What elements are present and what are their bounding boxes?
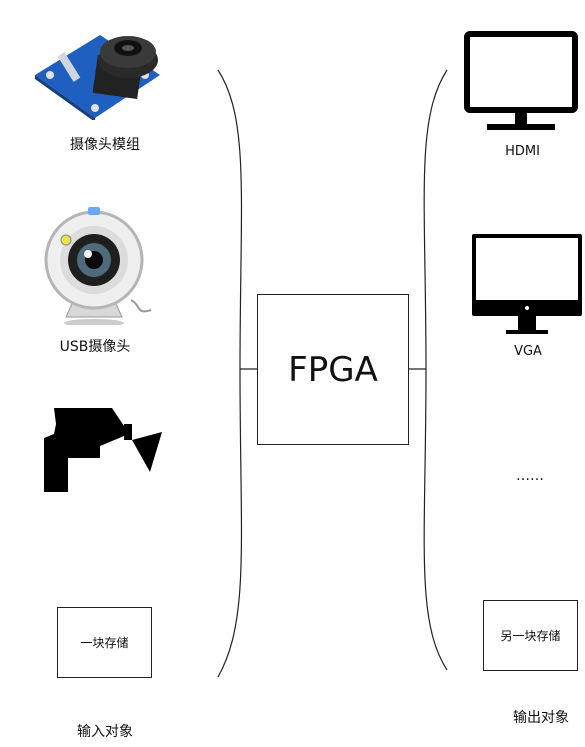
vga-label: VGA xyxy=(514,344,542,359)
output-group-title: 输出对象 xyxy=(513,710,569,726)
fpga-label: FPGA xyxy=(288,349,378,390)
input-storage-box: 一块存储 xyxy=(57,607,152,678)
output-bracket xyxy=(423,69,448,671)
input-storage-label: 一块存储 xyxy=(80,636,129,650)
usb-camera-label: USB摄像头 xyxy=(59,339,131,355)
input-group-title: 输入对象 xyxy=(77,724,133,740)
more-outputs-ellipsis: …… xyxy=(516,468,544,484)
fpga-box: FPGA xyxy=(257,294,409,445)
hdmi-monitor-icon xyxy=(464,31,578,130)
hdmi-label: HDMI xyxy=(505,144,540,159)
vga-monitor-icon xyxy=(472,234,582,334)
output-storage-label: 另一块存储 xyxy=(500,629,561,643)
output-storage-box: 另一块存储 xyxy=(483,600,578,671)
usb-webcam-icon xyxy=(44,207,152,325)
input-bracket xyxy=(217,69,243,678)
camera-module-label: 摄像头模组 xyxy=(70,137,140,153)
security-camera-icon xyxy=(44,408,162,492)
camera-module-icon xyxy=(35,35,160,120)
